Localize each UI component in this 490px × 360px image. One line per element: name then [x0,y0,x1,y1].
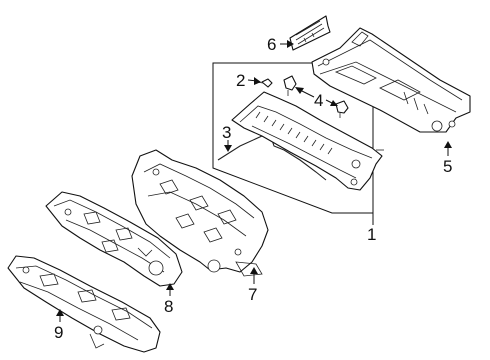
callout-3: 3 [222,123,231,142]
cowl-top-cover [231,91,384,191]
part-9-dash-lower [7,255,161,353]
callout-labels: 1 2 3 4 5 6 7 8 9 [54,35,452,342]
part-6-pad [289,15,331,51]
callout-4: 4 [314,91,323,110]
callout-2: 2 [236,71,245,90]
part-8-dash-mid [45,191,183,287]
callout-5: 5 [443,157,452,176]
part-5-cowl-panel [311,27,471,133]
leader-lines [56,40,452,322]
part-4-fasteners [283,75,349,118]
callout-7: 7 [248,285,257,304]
callout-8: 8 [164,297,173,316]
part-7-insulator [131,149,269,277]
callout-6: 6 [267,35,276,54]
callout-1: 1 [367,225,376,244]
callout-9: 9 [54,323,63,342]
